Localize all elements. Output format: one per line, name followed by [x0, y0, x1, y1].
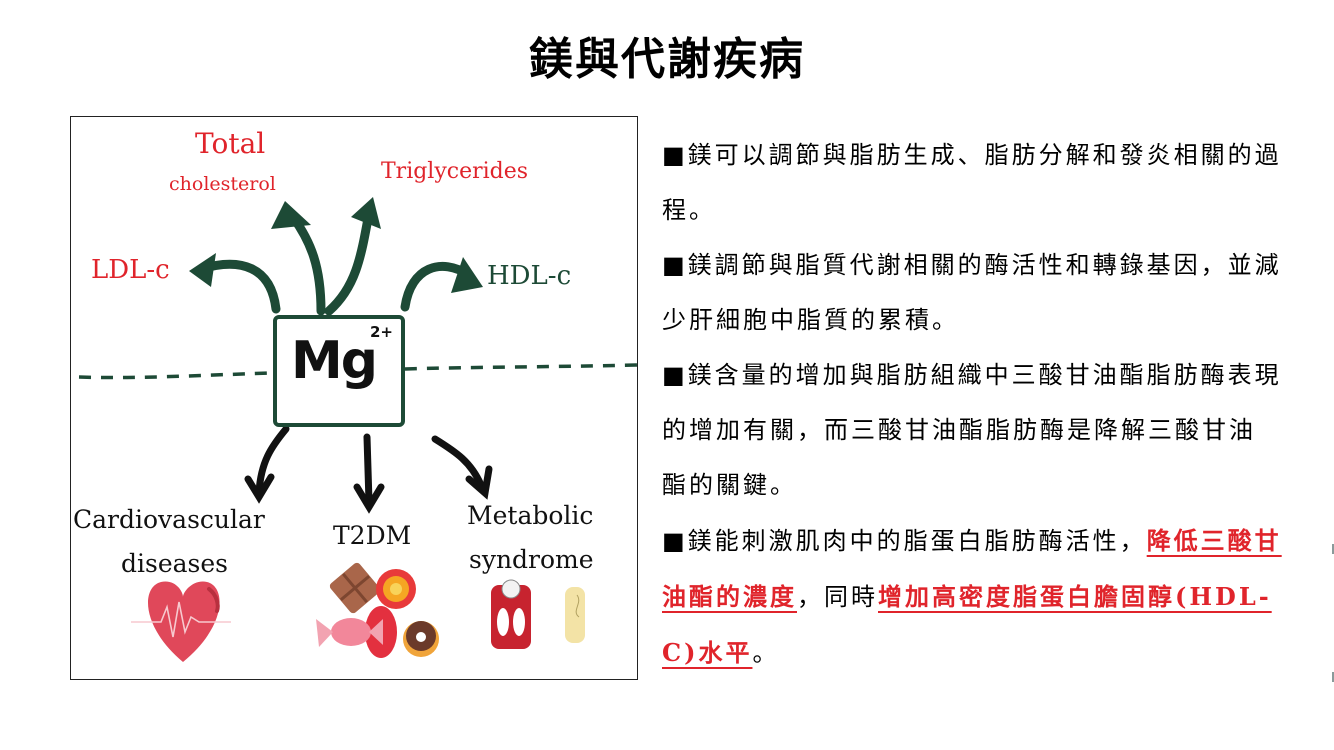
arrow-head-total-cholesterol	[271, 201, 311, 229]
bullet-text: 鎂可以調節與脂肪生成、脂肪分解和發炎相關的過程。	[662, 141, 1282, 224]
label-cholesterol: cholesterol	[169, 173, 276, 195]
bullet-list: ■鎂可以調節與脂肪生成、脂肪分解和發炎相關的過程。 ■鎂調節與脂質代謝相關的酶活…	[662, 128, 1282, 681]
edge-marker	[1332, 544, 1334, 554]
label-triglycerides: Triglycerides	[381, 159, 529, 184]
magnesium-element-box: Mg 2+	[273, 315, 405, 427]
arrow-to-total-cholesterol	[288, 212, 326, 316]
bullet-marker: ■	[662, 361, 688, 389]
dashed-line-left	[78, 371, 274, 380]
arrow-to-metabolic	[431, 435, 485, 489]
diagram-arrows	[78, 197, 637, 662]
bullet-item: ■鎂可以調節與脂肪生成、脂肪分解和發炎相關的過程。	[662, 128, 1282, 238]
label-diseases: diseases	[121, 549, 228, 578]
sweets-icon	[316, 562, 439, 658]
bullet-marker: ■	[662, 527, 688, 555]
bullet-marker: ■	[662, 141, 688, 169]
label-hdl-c: HDL-c	[487, 261, 572, 291]
magnesium-charge: 2+	[369, 323, 393, 341]
arrow-head-metabolic	[465, 465, 493, 500]
arrow-head-cardiovascular	[244, 473, 275, 504]
bullet-item: ■鎂能刺激肌肉中的脂蛋白脂肪酶活性，降低三酸甘油酯的濃度，同時增加高密度脂蛋白膽…	[662, 513, 1282, 681]
arrow-head-triglycerides	[351, 197, 381, 229]
bullet-text: ，同時	[797, 583, 878, 611]
arrow-head-hdl	[451, 257, 483, 293]
label-total: Total	[195, 127, 266, 160]
arrow-to-cardiovascular	[255, 425, 290, 496]
highlight-increase-hdl: 增加高密度脂蛋白膽固醇(HDL-C)水平	[662, 582, 1272, 667]
heart-ecg-icon	[131, 581, 231, 662]
bullet-marker: ■	[662, 251, 688, 279]
bullet-text: 鎂調節與脂質代謝相關的酶活性和轉錄基因，並減少肝細胞中脂質的累積。	[662, 251, 1282, 334]
label-metabolic: Metabolic	[467, 501, 594, 530]
label-t2dm: T2DM	[333, 521, 412, 550]
bullet-text: 鎂能刺激肌肉中的脂蛋白脂肪酶活性，	[687, 527, 1147, 555]
arrow-head-ldl	[189, 253, 216, 287]
bullet-text: 鎂含量的增加與脂肪組織中三酸甘油酯脂肪酶表現的增加有關，而三酸甘油酯脂肪酶是降解…	[662, 361, 1282, 499]
edge-marker	[1332, 672, 1334, 682]
bullet-item: ■鎂含量的增加與脂肪組織中三酸甘油酯脂肪酶表現的增加有關，而三酸甘油酯脂肪酶是降…	[662, 348, 1282, 513]
label-cardiovascular: Cardiovascular	[73, 505, 265, 534]
bullet-item: ■鎂調節與脂質代謝相關的酶活性和轉錄基因，並減少肝細胞中脂質的累積。	[662, 238, 1282, 348]
arrow-to-t2dm	[363, 433, 373, 506]
scale-tape-icon	[491, 579, 585, 649]
dashed-line-right	[404, 363, 637, 371]
bullet-text: 。	[752, 639, 780, 667]
arrow-head-t2dm	[353, 483, 385, 514]
magnesium-symbol: Mg	[291, 331, 378, 391]
label-syndrome: syndrome	[469, 545, 594, 574]
magnesium-diagram: LDL-c Total cholesterol Triglycerides HD…	[70, 116, 638, 680]
label-ldl-c: LDL-c	[91, 255, 170, 285]
slide-title: 鎂與代謝疾病	[529, 34, 805, 85]
arrow-to-triglycerides	[324, 208, 374, 316]
highlight-lower-triglycerides: 降低三酸甘油酯的濃度	[662, 526, 1282, 611]
